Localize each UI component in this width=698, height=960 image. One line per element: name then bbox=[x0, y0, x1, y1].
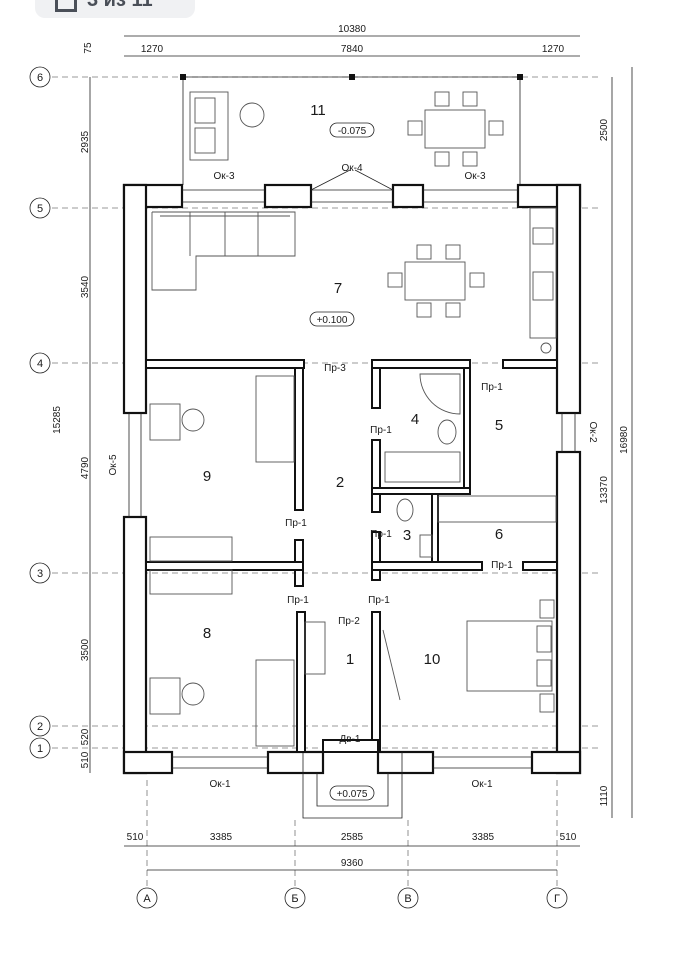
level-terrace: -0.075 bbox=[338, 126, 367, 137]
level-living: +0.100 bbox=[317, 315, 348, 326]
dim-top-segment: 7840 bbox=[341, 44, 364, 55]
dim-bottom-total: 9360 bbox=[341, 858, 364, 869]
dim-left-total: 15285 bbox=[52, 406, 63, 434]
level-mark bbox=[329, 785, 375, 801]
dim-left-segment: 4790 bbox=[80, 456, 91, 479]
dim-top-offset: 75 bbox=[83, 42, 94, 54]
level-mark bbox=[309, 311, 355, 327]
room-number: 10 bbox=[424, 651, 441, 668]
dim-left-segment: 510 bbox=[80, 751, 91, 768]
room-number: 5 bbox=[495, 417, 503, 434]
room-number: 6 bbox=[495, 526, 503, 543]
image-counter-text: 3 из 11 bbox=[87, 0, 153, 11]
door-label: Пр-1 bbox=[491, 560, 513, 571]
door-label: Пр-1 bbox=[370, 425, 392, 436]
dim-bottom-segment: 2585 bbox=[341, 832, 364, 843]
furniture bbox=[149, 207, 557, 747]
room-number: 9 bbox=[203, 468, 211, 485]
door-label: Дв-1 bbox=[340, 734, 361, 745]
dim-right-segment: 13370 bbox=[599, 476, 610, 504]
window-label: Ок-1 bbox=[471, 779, 492, 790]
dim-left-segment: 3500 bbox=[80, 638, 91, 661]
room-number: 3 bbox=[403, 527, 411, 544]
exterior-walls bbox=[122, 169, 582, 819]
dim-bottom-segment: 3385 bbox=[472, 832, 495, 843]
dim-top-segment: 1270 bbox=[542, 44, 565, 55]
axis-column-label: Б bbox=[291, 893, 298, 905]
gallery-icon bbox=[55, 0, 77, 12]
door-label: Пр-1 bbox=[481, 382, 503, 393]
axis-row-label: 4 bbox=[37, 358, 43, 370]
window-label: Ок-3 bbox=[213, 171, 234, 182]
terrace-dining-table bbox=[424, 109, 486, 149]
axis-column-label: Г bbox=[554, 893, 560, 905]
window-label: Ок-4 bbox=[341, 163, 362, 174]
terrace-sofa bbox=[189, 91, 229, 161]
window-label: Ок-2 bbox=[587, 421, 598, 442]
axis-row-label: 5 bbox=[37, 203, 43, 215]
axis-row-label: 2 bbox=[37, 721, 43, 733]
door-label: Пр-1 bbox=[287, 595, 309, 606]
terrace-post bbox=[180, 74, 186, 80]
axis-row-label: 6 bbox=[37, 72, 43, 84]
window-label: Ок-3 bbox=[464, 171, 485, 182]
dim-top-segment: 1270 bbox=[141, 44, 164, 55]
window-label: Ок-5 bbox=[108, 454, 119, 475]
dim-bottom-segment: 510 bbox=[127, 832, 144, 843]
door-label: Пр-1 bbox=[285, 518, 307, 529]
dim-right-segment: 1110 bbox=[599, 785, 610, 806]
terrace-post bbox=[517, 74, 523, 80]
dim-bottom-segment: 510 bbox=[560, 832, 577, 843]
room-number: 1 bbox=[346, 651, 354, 668]
dim-left-segment: 520 bbox=[80, 728, 91, 745]
door-label: Пр-2 bbox=[338, 616, 360, 627]
room-number: 4 bbox=[411, 411, 419, 428]
window-label: Ок-1 bbox=[209, 779, 230, 790]
image-counter-badge: 3 из 11 bbox=[35, 0, 195, 18]
axis-column-label: А bbox=[143, 893, 151, 905]
room-number: 7 bbox=[334, 280, 342, 297]
dim-bottom-segment: 3385 bbox=[210, 832, 233, 843]
axis-markers bbox=[29, 66, 568, 909]
dim-top-total: 10380 bbox=[338, 24, 366, 35]
dim-left-segment: 2935 bbox=[80, 130, 91, 153]
level-entry: +0.075 bbox=[337, 789, 368, 800]
axis-row-label: 3 bbox=[37, 568, 43, 580]
dimension-lines bbox=[89, 35, 633, 871]
dim-right-total: 16980 bbox=[619, 426, 630, 454]
dim-left-segment: 3540 bbox=[80, 275, 91, 298]
door-label: Пр-3 bbox=[324, 363, 346, 374]
room-number: 2 bbox=[336, 474, 344, 491]
terrace-post bbox=[349, 74, 355, 80]
terrace bbox=[180, 74, 523, 185]
dim-right-segment: 2500 bbox=[599, 118, 610, 141]
door-label: Пр-1 bbox=[370, 529, 392, 540]
level-mark bbox=[329, 122, 375, 138]
axis-column-label: В bbox=[404, 893, 411, 905]
room-number: 11 bbox=[310, 102, 326, 119]
door-label: Пр-1 bbox=[368, 595, 390, 606]
axis-row-label: 1 bbox=[37, 743, 43, 755]
room-number: 8 bbox=[203, 625, 211, 642]
terrace-round-table bbox=[239, 102, 265, 128]
